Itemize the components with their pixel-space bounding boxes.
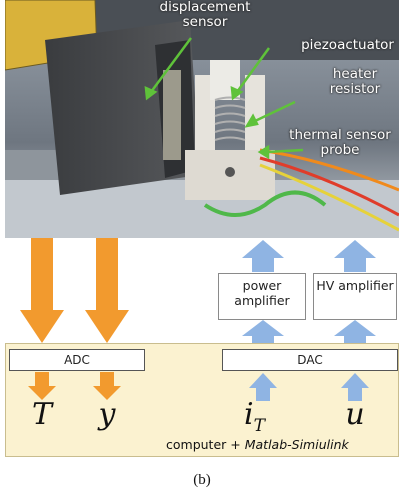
temperature-symbol: T	[26, 397, 58, 432]
computer-label-software: Matlab-Simiulink	[245, 437, 349, 452]
adc-displacement-arrow	[93, 372, 121, 400]
figure-caption: (b)	[0, 472, 404, 489]
current-symbol: iT	[244, 397, 292, 436]
computer-label: computer + Matlab-Simiulink	[166, 437, 349, 452]
adc-temperature-arrow	[28, 372, 56, 400]
current-symbol-subscript: T	[254, 416, 265, 436]
computer-label-prefix: computer +	[166, 437, 245, 452]
displacement-symbol: y	[91, 397, 123, 432]
dac-label: DAC	[297, 353, 322, 367]
voltage-symbol: u	[339, 397, 371, 432]
adc-block: ADC	[9, 349, 145, 371]
adc-label: ADC	[64, 353, 90, 367]
dac-block: DAC	[222, 349, 398, 371]
current-symbol-main: i	[244, 397, 254, 432]
